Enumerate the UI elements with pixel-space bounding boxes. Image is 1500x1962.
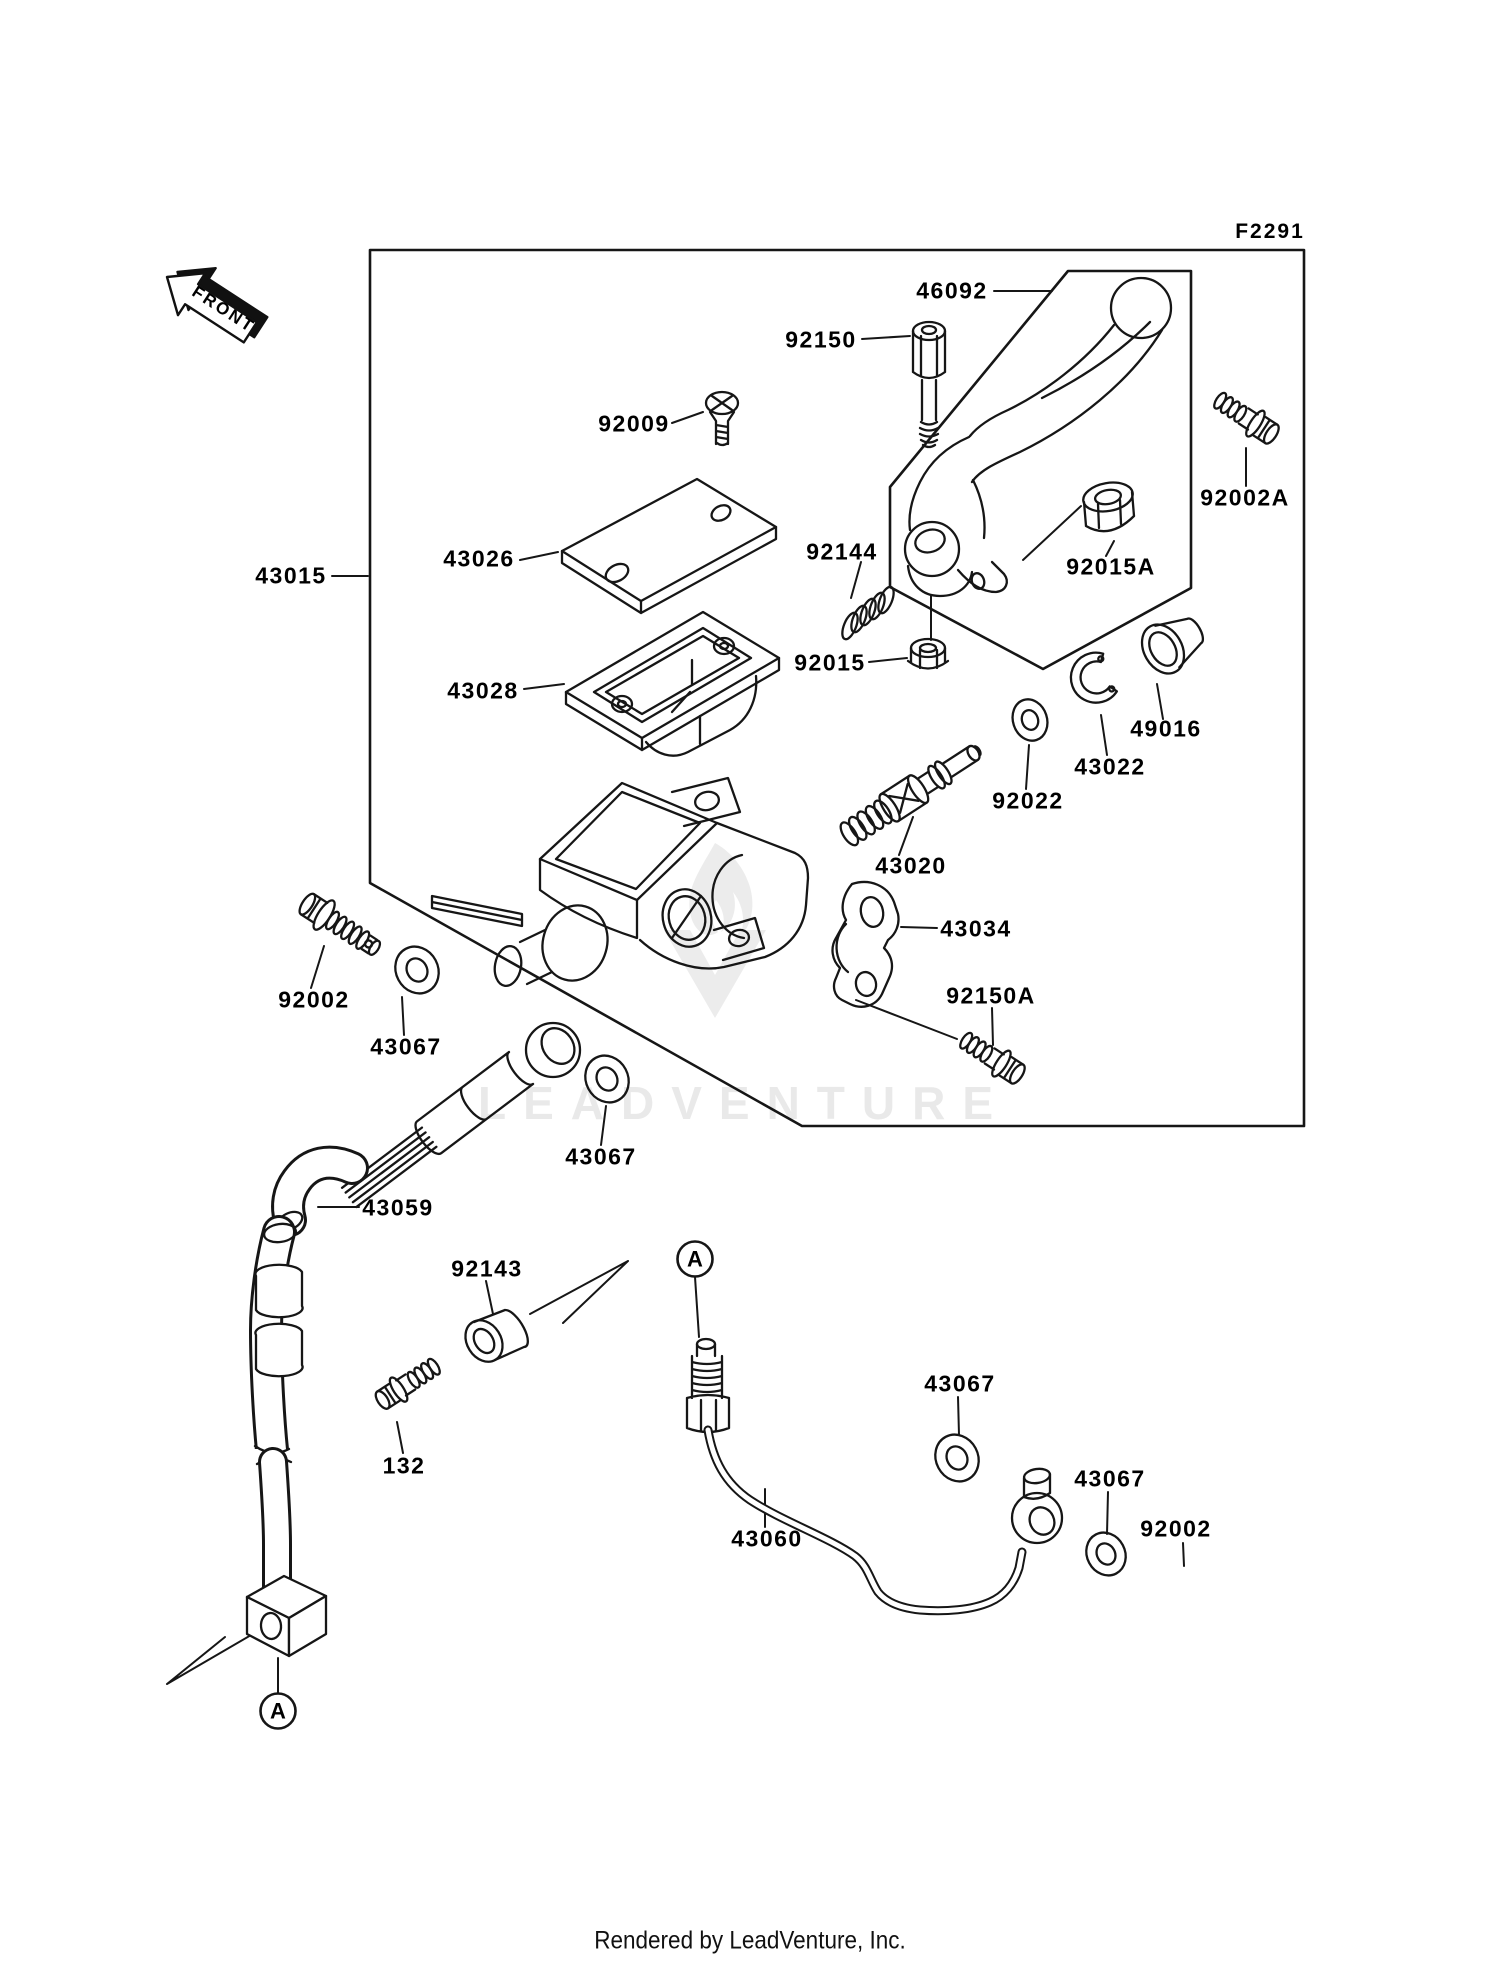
part-43067-washer-2 [584,1054,630,1104]
part-label-43067-1: 43067 [370,1033,442,1060]
part-label-43067-4: 43067 [1074,1465,1146,1492]
part-label-43022: 43022 [1074,753,1146,780]
part-43015-master-cylinder-body [430,776,810,987]
part-label-92002a: 92002A [1200,484,1290,511]
part-43059-brake-hose [249,1021,582,1607]
part-92150a-bolt [959,1031,1026,1085]
part-92150-adjuster-bolt [911,320,947,449]
part-label-43059: 43059 [362,1194,434,1221]
connector-a-top-label: A [687,1246,703,1271]
lever-sub-box [888,269,1193,671]
part-label-46092: 46092 [916,277,988,304]
part-label-92150: 92150 [785,326,857,353]
connector-a-bottom-circle [259,1692,297,1730]
part-label-92015a: 92015A [1066,553,1156,580]
footer-credit: Rendered by LeadVenture, Inc. [594,1926,906,1955]
front-arrow-icon [165,266,269,344]
part-92002a-bolt [1213,391,1280,445]
part-label-43067-2: 43067 [565,1143,637,1170]
part-43034-clamp-holder [831,880,900,1008]
part-132-bolt [374,1357,441,1410]
part-92144-spring [841,585,895,641]
part-label-92150a: 92150A [946,982,1036,1009]
part-label-43034: 43034 [940,915,1012,942]
part-label-43015: 43015 [255,562,327,589]
part-label-132: 132 [382,1452,426,1479]
part-49016-dust-boot [1140,617,1205,675]
part-43026-cap [560,477,778,615]
part-label-43020: 43020 [875,852,947,879]
part-label-92002-2: 92002 [1140,1515,1212,1542]
part-label-92009: 92009 [598,410,670,437]
part-label-92143: 92143 [451,1255,523,1282]
connector-a-bottom: A [261,1694,296,1729]
part-92022-washer [1011,698,1049,742]
part-label-43028: 43028 [447,677,519,704]
watermark-text: LEADVENTURE [478,1077,1011,1129]
part-46092-lever [903,276,1173,598]
connector-a-bottom-label: A [270,1698,286,1723]
figure-code: F2291 [1235,220,1305,243]
part-label-92015: 92015 [794,649,866,676]
junction-block [245,1574,328,1658]
part-label-92144: 92144 [806,538,878,565]
part-92009-screw [704,390,740,447]
part-43060-brake-pipe [685,1337,1064,1616]
part-label-49016: 49016 [1130,715,1202,742]
routing-arrow-top [529,1260,629,1324]
part-label-43067-3: 43067 [924,1370,996,1397]
part-label-92022: 92022 [992,787,1064,814]
part-43067-washer-3 [934,1433,980,1483]
connector-a-top-circle [676,1240,714,1278]
part-label-43026: 43026 [443,545,515,572]
part-label-43060: 43060 [731,1525,803,1552]
part-43022-circlip [1069,651,1119,704]
part-43028-reservoir [564,610,781,757]
leader-lines [277,290,1247,1694]
assembly-outline-box [368,248,1306,1128]
part-label-92002: 92002 [278,986,350,1013]
part-43067-washer-4 [1085,1531,1127,1577]
part-92015-nut [906,637,950,670]
connector-a-top: A [678,1242,713,1277]
part-92002-banjo-bolt-left [298,892,382,956]
part-43067-washer-1 [394,945,440,995]
part-92015a-nut [1082,481,1136,533]
part-92143-collar [464,1308,529,1363]
part-43020-piston-assembly [839,744,982,847]
